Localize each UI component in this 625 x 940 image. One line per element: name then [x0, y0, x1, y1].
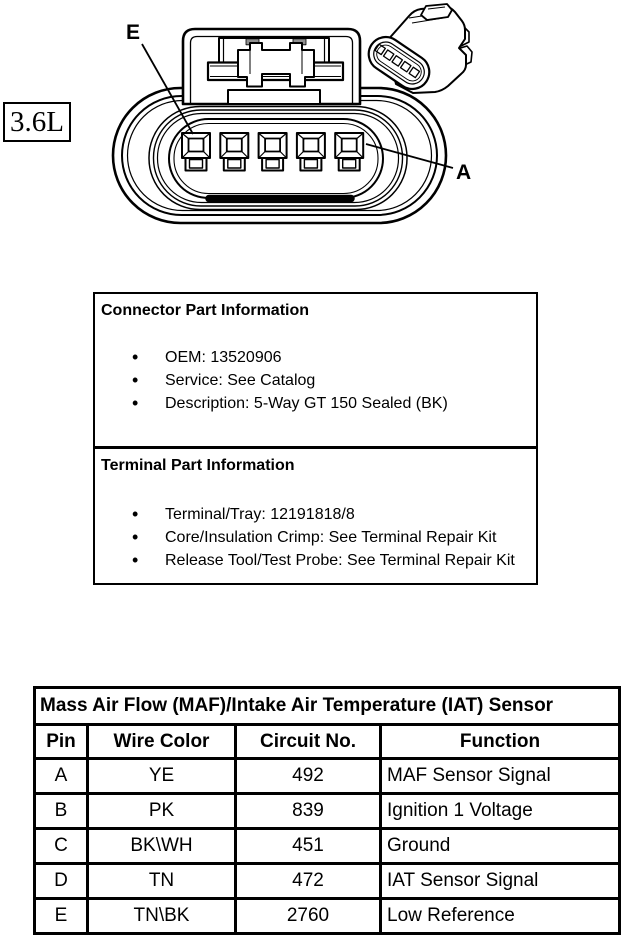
- part-information-box: Connector Part Information OEM: 13520906…: [93, 292, 538, 585]
- list-item: Terminal/Tray: 12191818/8: [95, 503, 536, 526]
- list-item: OEM: 13520906: [95, 346, 536, 369]
- pin-cell: C: [33, 827, 89, 865]
- connector-part-info-section: Connector Part Information OEM: 13520906…: [95, 302, 536, 449]
- terminal-part-info-section: Terminal Part Information Terminal/Tray:…: [95, 457, 536, 598]
- wire-color-cell: BK\WH: [86, 827, 237, 865]
- terminal: [295, 132, 326, 172]
- wire-color-cell: TN\BK: [86, 897, 237, 935]
- latch-assembly: [206, 37, 345, 105]
- circuit-no-cell: 2760: [234, 897, 382, 935]
- leader-line-a: [365, 143, 454, 169]
- terminal: [219, 132, 250, 172]
- engine-size-label: 3.6L: [10, 105, 64, 138]
- engine-size-badge: 3.6L: [3, 102, 71, 142]
- function-cell: Ignition 1 Voltage: [378, 792, 622, 830]
- connector-part-info-title: Connector Part Information: [101, 302, 310, 319]
- connector-diagram: E A: [111, 3, 473, 225]
- circuit-no-cell: 839: [234, 792, 382, 830]
- terminal: [334, 132, 365, 172]
- terminal-part-info-title: Terminal Part Information: [101, 457, 295, 474]
- pin-label-a: A: [456, 161, 471, 184]
- wire-color-cell: YE: [86, 757, 237, 795]
- col-header-function: Function: [378, 723, 622, 760]
- connector-3d-view: [367, 3, 473, 94]
- pin-label-e: E: [126, 21, 140, 44]
- table-row: C BK\WH 451 Ground: [33, 827, 622, 865]
- connector-part-info-list: OEM: 13520906 Service: See Catalog Descr…: [95, 346, 536, 415]
- connector-face-view: E A: [111, 21, 471, 225]
- wire-color-cell: TN: [86, 862, 237, 900]
- function-cell: IAT Sensor Signal: [378, 862, 622, 900]
- table-row: A YE 492 MAF Sensor Signal: [33, 757, 622, 795]
- pin-cell: A: [33, 757, 89, 795]
- col-header-circuit: Circuit No.: [234, 723, 382, 760]
- function-cell: Ground: [378, 827, 622, 865]
- terminal: [257, 132, 288, 172]
- leader-line-e: [141, 43, 194, 135]
- list-item: Description: 5-Way GT 150 Sealed (BK): [95, 392, 536, 415]
- pin-cell: B: [33, 792, 89, 830]
- table-row: E TN\BK 2760 Low Reference: [33, 897, 622, 935]
- list-item: Release Tool/Test Probe: See Terminal Re…: [95, 549, 536, 572]
- col-header-pin: Pin: [33, 723, 89, 760]
- pin-cell: D: [33, 862, 89, 900]
- table-row: B PK 839 Ignition 1 Voltage: [33, 792, 622, 830]
- function-cell: Low Reference: [378, 897, 622, 935]
- table-title: Mass Air Flow (MAF)/Intake Air Temperatu…: [32, 686, 622, 726]
- list-item: Service: See Catalog: [95, 369, 536, 392]
- wire-color-cell: PK: [86, 792, 237, 830]
- list-item: Core/Insulation Crimp: See Terminal Repa…: [95, 526, 536, 549]
- pinout-table: Mass Air Flow (MAF)/Intake Air Temperatu…: [32, 686, 622, 935]
- terminal: [181, 132, 211, 172]
- terminal-row: [181, 132, 365, 172]
- terminal-part-info-list: Terminal/Tray: 12191818/8 Core/Insulatio…: [95, 503, 536, 572]
- table-row: D TN 472 IAT Sensor Signal: [33, 862, 622, 900]
- pin-cell: E: [33, 897, 89, 935]
- function-cell: MAF Sensor Signal: [378, 757, 622, 795]
- circuit-no-cell: 451: [234, 827, 382, 865]
- circuit-no-cell: 472: [234, 862, 382, 900]
- circuit-no-cell: 492: [234, 757, 382, 795]
- col-header-wire: Wire Color: [86, 723, 237, 760]
